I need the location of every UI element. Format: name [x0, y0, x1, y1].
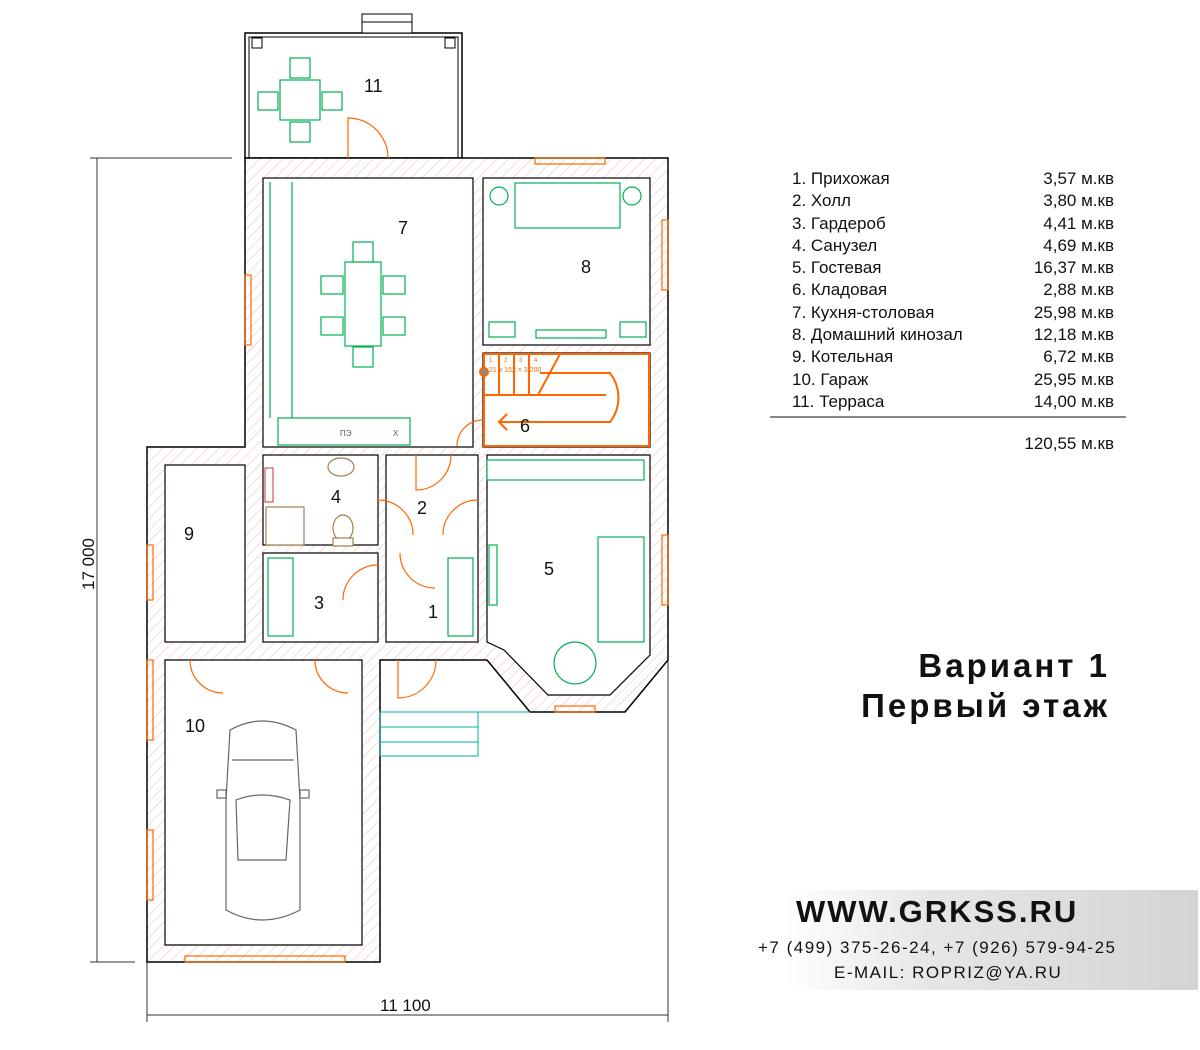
legend-label: 5. Гостевая	[792, 258, 882, 278]
dimension-height: 17 000	[79, 538, 98, 590]
legend-area: 4,41 м.кв	[1043, 213, 1114, 233]
total-area: 120,55 м.кв	[1024, 434, 1114, 453]
windows	[146, 157, 669, 963]
legend-label: 11. Терраса	[792, 391, 885, 411]
title-floor: Первый этаж	[861, 687, 1110, 724]
doors	[189, 117, 484, 699]
legend-label: 3. Гардероб	[792, 213, 886, 233]
legend-area: 12,18 м.кв	[1033, 325, 1114, 345]
room-number-8: 8	[581, 257, 591, 277]
terrace	[244, 13, 463, 159]
legend-label: 4. Санузел	[792, 235, 878, 255]
website-link[interactable]: WWW.GRKSS.RU	[796, 894, 1079, 929]
legend-row: 3. Гардероб 4,41 м.кв	[792, 213, 1114, 235]
stair-step-2: 2	[504, 358, 508, 364]
radiator	[264, 467, 274, 503]
stair-step-4: 4	[534, 358, 538, 364]
stair-step-3: 3	[519, 358, 523, 364]
room-number-11: 11	[364, 76, 383, 96]
legend-area: 6,72 м.кв	[1043, 347, 1114, 367]
stove-label: ПЭ	[340, 429, 352, 438]
room-9	[164, 464, 246, 643]
entrance-steps	[379, 711, 530, 757]
room-number-4: 4	[331, 487, 341, 507]
legend-row: 9. Котельная 6,72 м.кв	[792, 346, 1114, 368]
car	[216, 720, 310, 921]
legend-label: 7. Кухня-столовая	[792, 302, 935, 322]
room-number-3: 3	[314, 593, 324, 613]
legend-label: 10. Гараж	[792, 369, 869, 389]
legend-area: 16,37 м.кв	[1033, 258, 1114, 278]
legend-label: 9. Котельная	[792, 347, 894, 367]
room-number-9: 9	[184, 524, 194, 544]
stair-step-1: 1	[489, 358, 493, 364]
legend-row: 5. Гостевая 16,37 м.кв	[792, 257, 1114, 279]
dimension-width: 11 100	[380, 996, 431, 1015]
legend-area: 2,88 м.кв	[1043, 280, 1114, 300]
plan-title: Вариант 1 Первый этаж	[820, 646, 1110, 726]
room-number-10: 10	[185, 716, 205, 736]
legend-row: 10. Гараж 25,95 м.кв	[792, 369, 1114, 391]
legend-row: 4. Санузел 4,69 м.кв	[792, 235, 1114, 257]
stair-label: 21 x 152 = 3 200	[489, 367, 541, 374]
room-number-7: 7	[398, 218, 408, 238]
room-number-5: 5	[544, 559, 554, 579]
legend-area: 25,98 м.кв	[1033, 302, 1114, 322]
fridge-label: Х	[393, 429, 399, 438]
email-address[interactable]: E-MAIL: ROPRIZ@YA.RU	[834, 963, 1063, 982]
dimension-lines	[90, 157, 669, 1022]
legend-area: 25,95 м.кв	[1033, 369, 1114, 389]
bathroom-fixtures	[265, 457, 355, 547]
legend-divider	[770, 416, 1126, 418]
legend-row: 8. Домашний кинозал 12,18 м.кв	[792, 324, 1114, 346]
room-number-2: 2	[417, 498, 427, 518]
title-variant: Вариант 1	[918, 647, 1110, 684]
brand-block: WWW.GRKSS.RU +7 (499) 375-26-24, +7 (926…	[750, 890, 1198, 990]
legend-label: 1. Прихожая	[792, 169, 890, 188]
furniture	[257, 57, 647, 685]
legend-row: 7. Кухня-столовая 25,98 м.кв	[792, 302, 1114, 324]
legend-label: 6. Кладовая	[792, 280, 888, 300]
legend-label: 2. Холл	[792, 191, 851, 211]
legend-area: 14,00 м.кв	[1033, 391, 1114, 411]
legend-area: 3,57 м.кв	[1043, 169, 1114, 188]
legend-row: 1. Прихожая 3,57 м.кв	[792, 168, 1114, 190]
room-number-6: 6	[520, 416, 530, 436]
room-legend: 1. Прихожая 3,57 м.кв 2. Холл 3,80 м.кв 3.…	[770, 168, 1126, 453]
phone-numbers: +7 (499) 375-26-24, +7 (926) 579-94-25	[758, 938, 1117, 957]
room-number-1: 1	[428, 602, 438, 622]
staircase	[479, 353, 650, 447]
legend-row: 6. Кладовая 2,88 м.кв	[792, 279, 1114, 301]
legend-row: 2. Холл 3,80 м.кв	[792, 190, 1114, 212]
legend-row: 11. Терраса 14,00 м.кв	[792, 391, 1114, 413]
legend-area: 3,80 м.кв	[1043, 191, 1114, 211]
legend-area: 4,69 м.кв	[1043, 235, 1114, 255]
legend-label: 8. Домашний кинозал	[792, 325, 963, 345]
